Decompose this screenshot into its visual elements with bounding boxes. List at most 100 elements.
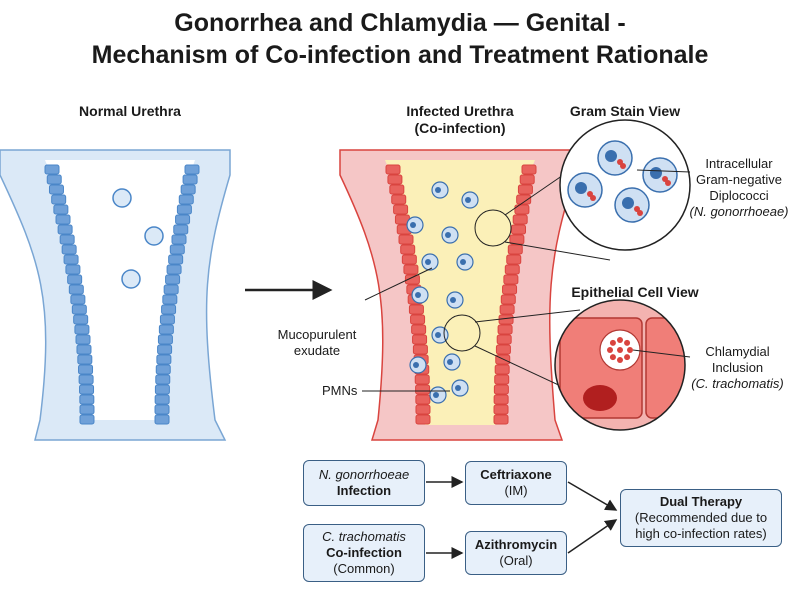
epithelial-cell [493, 394, 509, 405]
epithelial-cell [497, 324, 513, 335]
epithelial-cell [412, 344, 428, 355]
epithelial-cell [169, 244, 185, 255]
epithelial-cell [398, 234, 414, 245]
pmn-nucleus [447, 359, 453, 365]
epithelial-cell [517, 184, 533, 195]
epithelial-cell [63, 254, 79, 265]
epithelial-cell [404, 274, 420, 285]
epithelial-cell [494, 374, 510, 385]
epithelial-cell [403, 264, 419, 275]
neutrophil-nucleus [650, 167, 662, 179]
gono-box-line1: N. gonorrhoeae [318, 467, 410, 482]
normal-epithelium-right [154, 164, 200, 425]
chlam-box-line3: (Common) [333, 561, 395, 576]
epithelial-cell [499, 304, 515, 315]
diplococcus [620, 163, 626, 169]
epithelial-cell [159, 314, 175, 325]
pmns-label: PMNs [322, 383, 358, 398]
epithelial-cell [59, 234, 75, 245]
infected-epithelium-right [493, 164, 537, 425]
epithelial-cell [493, 384, 509, 395]
pmn-nucleus [465, 197, 471, 203]
epithelial-cell-view [554, 299, 686, 431]
epithelial-cell [411, 324, 427, 335]
pmn-nucleus [435, 332, 441, 338]
trachomatis-coinfection-box: C. trachomatis Co-infection (Common) [303, 524, 425, 582]
elementary-body [617, 347, 623, 353]
normal-leukocytes [112, 188, 164, 289]
diplococci-line2: Gram-negative [696, 172, 782, 187]
gram-stain-view [559, 119, 691, 251]
epithelial-cell [44, 164, 60, 175]
elementary-body [624, 354, 631, 361]
diplococci-label: Intracellular Gram-negative Diplococci (… [680, 156, 798, 220]
azithromycin-box: Azithromycin (Oral) [465, 531, 567, 575]
epithelial-cell [76, 344, 92, 355]
epithelial-cell [509, 234, 525, 245]
normal-urethra [0, 149, 231, 441]
epithelial-cell [55, 214, 71, 225]
normal-epithelium-left [44, 164, 95, 425]
pmn-nucleus [460, 259, 466, 265]
neutrophil-nucleus [605, 150, 617, 162]
infected-urethra [339, 149, 576, 441]
pmn-nucleus [445, 232, 451, 238]
epithelial-cell [415, 384, 431, 395]
epithelial-cell [155, 374, 171, 385]
epithelial-cell [504, 264, 520, 275]
epithelial-cell [389, 184, 405, 195]
elementary-body [617, 337, 623, 343]
diplococci-line4: (N. gonorrhoeae) [689, 204, 789, 219]
epithelial-cell [410, 314, 426, 325]
epithelial-cell [171, 234, 187, 245]
epithelial-cell [176, 204, 192, 215]
epithelial-cell [157, 334, 173, 345]
chlamydial-line1: Chlamydial [705, 344, 770, 359]
epithelial-cell [48, 184, 64, 195]
elementary-body [624, 339, 631, 346]
epithelial-cell [401, 254, 417, 265]
epithelial-cell [180, 184, 196, 195]
epithelial-cell [79, 404, 95, 415]
epithelial-cell [161, 304, 177, 315]
pmn-nucleus [435, 187, 441, 193]
chlamydial-line3: (C. trachomatis) [691, 376, 784, 391]
epithelial-cell [75, 334, 91, 345]
epithelial-cell [163, 284, 179, 295]
epithelial-cell [414, 374, 430, 385]
epithelial-cell [512, 214, 528, 225]
epithelial-cell [156, 354, 172, 365]
epithelial-cell [516, 194, 532, 205]
epithelial-cell [519, 174, 535, 185]
gonorrhoeae-infection-box: N. gonorrhoeae Infection [303, 460, 425, 506]
epithelial-cell [494, 364, 510, 375]
elementary-body [609, 339, 616, 346]
epithelial-cell [77, 354, 93, 365]
dual-therapy-box: Dual Therapy (Recommended due to high co… [620, 489, 782, 547]
epithelial-cell [507, 244, 523, 255]
dual-box-line3: high co-infection rates) [635, 526, 767, 541]
gram-stain-heading: Gram Stain View [569, 103, 681, 119]
epithelial-cell [385, 164, 401, 175]
epithelial-cell [408, 304, 424, 315]
epithelial-cell [415, 414, 431, 425]
epithelial-cell [154, 394, 170, 405]
pmn-nucleus [425, 259, 431, 265]
epithelial-cell [400, 244, 416, 255]
epithelial-cell [493, 414, 509, 425]
epithelial-cell [57, 224, 73, 235]
epithelial-cell [506, 254, 522, 265]
epithelial-cell [521, 164, 537, 175]
epithelial-cell [391, 194, 407, 205]
neutrophil-nucleus [575, 182, 587, 194]
epithelial-cell [415, 394, 431, 405]
elementary-body [609, 354, 616, 361]
epithelial-cell [503, 274, 519, 285]
chlamydial-line2: Inclusion [711, 360, 764, 375]
ceft-box-line2: (IM) [504, 483, 528, 498]
epithelial-cell [502, 284, 518, 295]
epithelial-cell [79, 384, 95, 395]
chlam-box-line2: Co-infection [326, 545, 402, 560]
epithelial-cell [514, 204, 530, 215]
